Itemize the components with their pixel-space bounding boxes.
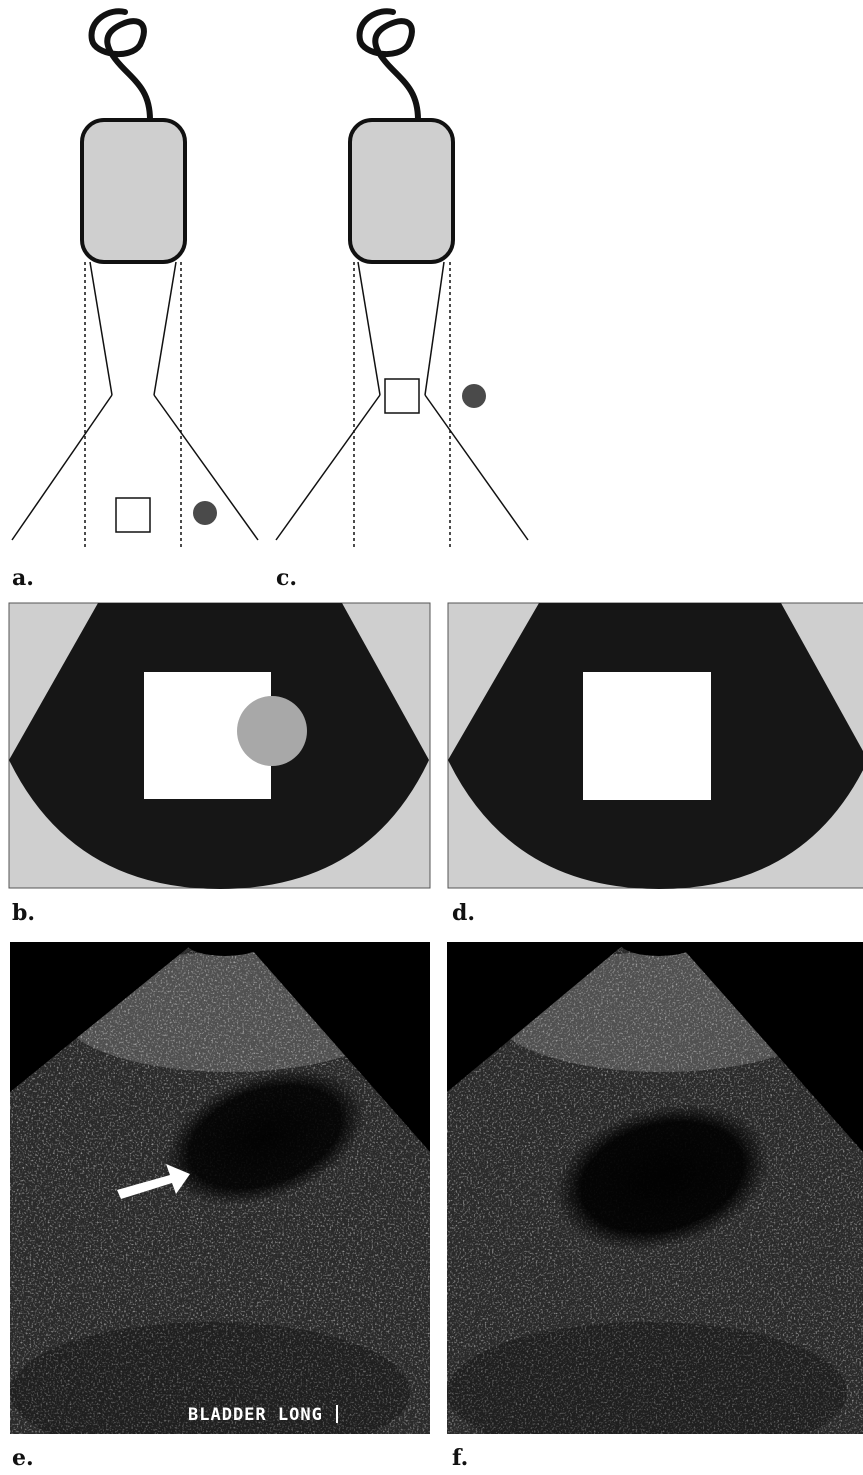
diagram-a-svg	[0, 0, 270, 560]
ultrasound-caption-e: BLADDER LONG	[188, 1405, 323, 1425]
ultrasound-e-svg: BLADDER LONG	[10, 942, 430, 1434]
text-cursor-e	[336, 1405, 338, 1423]
label-b: b.	[12, 900, 35, 926]
circle-object-c	[462, 384, 486, 408]
transducer-a	[82, 120, 185, 262]
beam-lower-right-c	[425, 395, 528, 540]
diagram-c	[268, 0, 538, 560]
ultrasound-f-svg	[447, 942, 863, 1434]
diagram-d	[447, 602, 863, 890]
diagram-b-svg	[8, 602, 432, 890]
diagram-b	[8, 602, 432, 890]
beam-edge-left-a	[90, 262, 112, 395]
label-f: f.	[452, 1445, 468, 1471]
square-image-d	[583, 672, 711, 800]
label-c: c.	[276, 565, 297, 591]
diagram-c-svg	[268, 0, 538, 560]
transducer-cable-c	[360, 11, 418, 120]
circle-image-b	[237, 696, 307, 766]
transducer-cable-a	[92, 11, 150, 120]
beam-lower-left-c	[276, 395, 380, 540]
transducer-c	[350, 120, 453, 262]
beam-edge-right-c	[425, 262, 444, 395]
label-d: d.	[452, 900, 475, 926]
label-e: e.	[12, 1445, 34, 1471]
square-object-c	[385, 379, 419, 413]
label-a: a.	[12, 565, 34, 591]
diagram-d-svg	[447, 602, 863, 890]
beam-edge-right-a	[154, 262, 176, 395]
beam-edge-left-c	[358, 262, 380, 395]
square-object-a	[116, 498, 150, 532]
beam-lower-left-a	[12, 395, 112, 540]
ultrasound-f	[447, 942, 863, 1434]
circle-object-a	[193, 501, 217, 525]
ultrasound-e: BLADDER LONG	[10, 942, 430, 1434]
diagram-a	[0, 0, 270, 560]
